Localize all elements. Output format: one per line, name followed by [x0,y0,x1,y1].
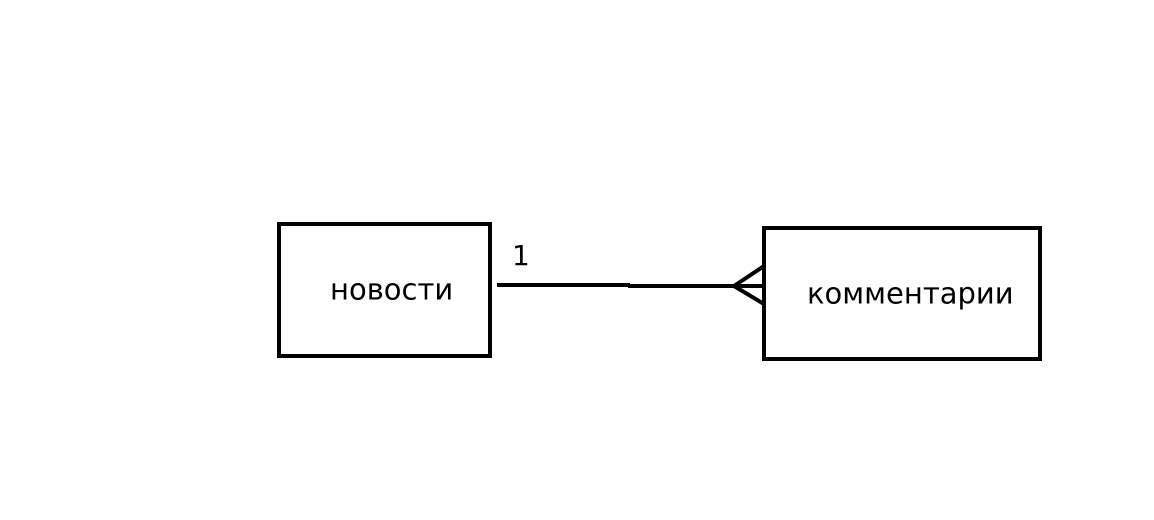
entity-comments-box[interactable]: комментарии [762,226,1042,361]
entity-comments-label: комментарии [807,276,1014,310]
crows-foot-many-icon [730,264,766,306]
cardinality-one-label: 1 [512,239,530,272]
entity-news-label: новости [330,272,454,307]
entity-news-box[interactable]: новости [277,222,492,358]
